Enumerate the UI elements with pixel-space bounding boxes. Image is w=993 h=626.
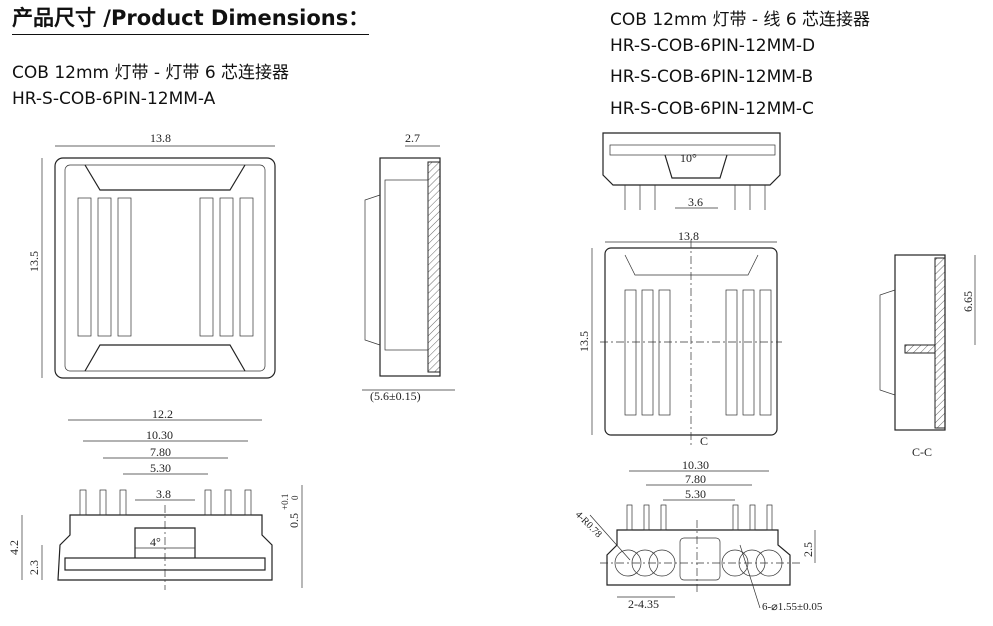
a-tol-lower: 0 [290,495,300,500]
a-thickness-dim: 2.7 [405,131,420,145]
a-side-view: 2.7 (5.6±0.15) [362,131,455,403]
b-width-dim: 13.8 [678,229,699,243]
b-hole-dim: 6-⌀1.55±0.05 [762,601,823,613]
a-width-dim: 13.8 [150,131,171,145]
model-a-label: HR-S-COB-6PIN-12MM-A [12,89,216,109]
b-pitch3-dim: 5.30 [685,487,706,501]
a-h1-dim: 4.2 [7,540,21,555]
left-description: COB 12mm 灯带 - 灯带 6 芯连接器 [12,63,290,83]
b-gap-dim: 3.6 [688,195,703,209]
a-overall-dim: 12.2 [152,407,173,421]
b-height-dim: 13.5 [577,331,591,352]
model-c-label: HR-S-COB-6PIN-12MM-C [610,99,814,119]
b-front-view: 10° 3.6 [602,132,781,210]
a-depth-dim: (5.6±0.15) [370,389,421,403]
b-bottom-view: 10.30 7.80 5.30 4-R0.78 2.5 2-4.35 6-⌀1.… [573,458,823,613]
b-angle-dim: 10° [680,151,697,165]
page-title: 产品尺寸 /Product Dimensions： [12,2,370,35]
b-spacing-dim: 2-4.35 [628,597,659,611]
a-height-dim: 13.5 [27,251,41,272]
b-section-mark: C [700,434,708,448]
a-front-view: 12.2 10.30 7.80 5.30 3.8 4° 4.2 2.3 +0.1… [7,407,303,590]
b-h-dim: 2.5 [801,542,815,557]
a-pitch2-dim: 7.80 [150,445,171,459]
a-pitch3-dim: 5.30 [150,461,171,475]
b-section-height-dim: 6.65 [961,291,975,312]
a-tol-upper: +0.1 [280,494,290,510]
a-tol-value: 0.5 [287,513,301,528]
a-angle-dim: 4° [150,535,161,549]
b-pitch1-dim: 10.30 [682,458,709,472]
a-top-view: 13.8 13.5 [27,131,276,379]
b-pitch2-dim: 7.80 [685,472,706,486]
b-top-view: 13.8 13.5 C [577,229,782,448]
a-pitch1-dim: 10.30 [146,428,173,442]
b-section-view: 6.65 C-C [879,254,976,459]
model-b-label: HR-S-COB-6PIN-12MM-B [610,67,814,87]
a-gap-dim: 3.8 [156,487,171,501]
right-description: COB 12mm 灯带 - 线 6 芯连接器 [610,10,871,30]
a-h2-dim: 2.3 [27,560,41,575]
model-d-label: HR-S-COB-6PIN-12MM-D [610,36,816,56]
b-section-label: C-C [912,445,932,459]
